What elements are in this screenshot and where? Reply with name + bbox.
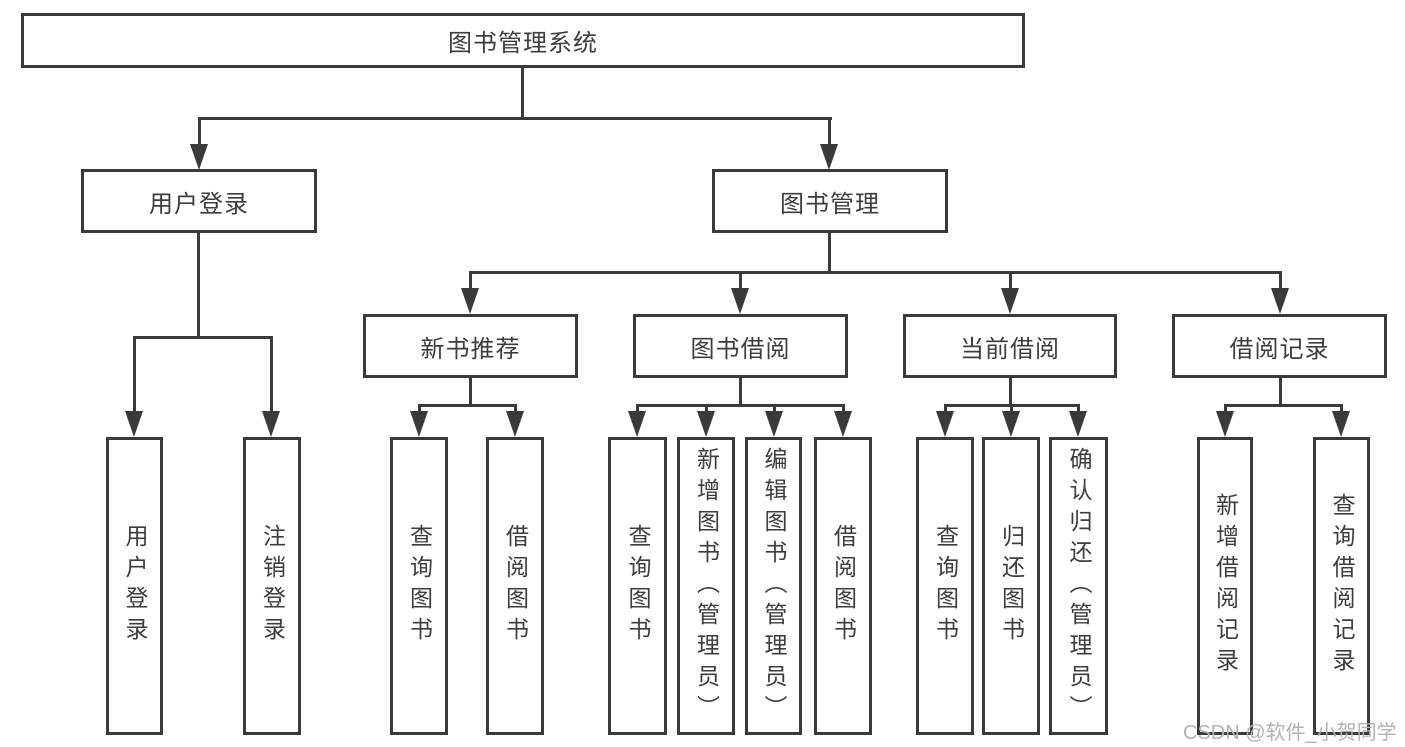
arrow-down-icon (262, 411, 280, 437)
arrow-down-icon (190, 144, 208, 170)
node-label: 当前借阅 (960, 335, 1060, 363)
leaf-label: 借阅图书 (830, 524, 857, 648)
connector-drop-borrow-record (1279, 271, 1282, 291)
node-label: 用户登录 (149, 190, 249, 218)
arrow-down-icon (1332, 411, 1350, 437)
arrow-down-icon (410, 411, 428, 437)
leaf-label: 编辑图书（管理员） (761, 446, 787, 726)
connector-drop-leaf (270, 336, 273, 413)
connector-drop-leaf (1340, 404, 1343, 413)
leaf-label: 查询图书 (625, 524, 651, 648)
leaf-label: 新增借阅记录 (1212, 493, 1239, 679)
arrow-down-icon (461, 288, 479, 314)
arrow-down-icon (628, 411, 646, 437)
leaf-logout: 注销登录 (243, 437, 301, 735)
leaf-label: 注销登录 (259, 524, 286, 648)
connector-drop-new-book (469, 271, 472, 291)
arrow-down-icon (731, 288, 749, 314)
arrow-down-icon (697, 411, 715, 437)
leaf-query-books-recommend: 查询图书 (390, 437, 448, 735)
connector-book-borrow-vline (739, 376, 742, 407)
connector-drop-user-login (198, 117, 201, 146)
arrow-down-icon (1001, 288, 1019, 314)
connector-drop-book-management (828, 117, 831, 146)
leaf-query-books-current: 查询图书 (916, 437, 974, 735)
node-user-login: 用户登录 (81, 169, 317, 233)
leaf-edit-books-admin: 编辑图书（管理员） (745, 437, 802, 735)
leaf-label: 查询借阅记录 (1329, 493, 1355, 679)
connector-drop-leaf (705, 404, 708, 413)
leaf-label: 用户登录 (122, 524, 148, 648)
arrow-down-icon (1271, 288, 1289, 314)
connector-drop-leaf (842, 404, 845, 413)
leaf-return-books: 归还图书 (982, 437, 1040, 735)
node-label: 图书管理系统 (448, 30, 598, 57)
connector-root-bus (198, 117, 832, 120)
arrow-down-icon (506, 411, 524, 437)
connector-new-book-bus (418, 404, 517, 407)
leaf-user-login: 用户登录 (106, 437, 163, 735)
connector-user-login-bus (133, 336, 273, 339)
node-borrowing-records: 借阅记录 (1172, 314, 1387, 378)
node-current-borrowing: 当前借阅 (903, 314, 1117, 378)
connector-borrow-record-vline (1279, 376, 1282, 407)
connector-drop-leaf (1010, 404, 1013, 413)
connector-drop-book-borrow (739, 271, 742, 291)
leaf-query-borrow-record: 查询借阅记录 (1313, 437, 1370, 735)
leaf-label: 查询图书 (932, 524, 959, 648)
connector-user-login-vline (197, 231, 200, 337)
leaf-label: 新增图书（管理员） (693, 446, 720, 726)
connector-root-vline (521, 66, 524, 118)
connector-new-book-vline (469, 376, 472, 407)
arrow-down-icon (820, 144, 838, 170)
arrow-down-icon (1216, 411, 1234, 437)
node-book-borrowing: 图书借阅 (633, 314, 848, 378)
leaf-label: 归还图书 (998, 524, 1025, 648)
leaf-add-borrow-record: 新增借阅记录 (1197, 437, 1253, 735)
connector-current-borrow-vline (1009, 376, 1012, 407)
arrow-down-icon (765, 411, 783, 437)
connector-drop-leaf (636, 404, 639, 413)
node-label: 图书借阅 (690, 335, 791, 363)
csdn-watermark: CSDN @软件_小贺同学 (1183, 722, 1397, 744)
node-label: 借阅记录 (1229, 335, 1330, 363)
connector-borrow-record-bus (1224, 404, 1343, 407)
leaf-query-books-borrowing: 查询图书 (608, 437, 667, 735)
connector-drop-leaf (133, 336, 136, 413)
connector-book-management-bus (469, 271, 1281, 274)
connector-book-borrow-bus (636, 404, 844, 407)
arrow-down-icon (125, 411, 143, 437)
node-label: 图书管理 (780, 190, 880, 218)
leaf-borrow-books-recommend: 借阅图书 (486, 437, 544, 735)
arrow-down-icon (936, 411, 954, 437)
connector-drop-leaf (944, 404, 947, 413)
leaf-label: 查询图书 (406, 524, 433, 648)
arrow-down-icon (1069, 411, 1087, 437)
connector-drop-leaf (1077, 404, 1080, 413)
arrow-down-icon (1002, 411, 1020, 437)
leaf-label: 确认归还（管理员） (1066, 446, 1092, 726)
connector-drop-leaf (418, 404, 421, 413)
node-book-management: 图书管理 (712, 169, 948, 233)
node-new-book-recommend: 新书推荐 (363, 314, 578, 378)
leaf-borrow-books: 借阅图书 (814, 437, 872, 735)
connector-drop-leaf (773, 404, 776, 413)
arrow-down-icon (834, 411, 852, 437)
node-library-management-system: 图书管理系统 (21, 13, 1025, 68)
connector-drop-current-borrow (1009, 271, 1012, 291)
leaf-label: 借阅图书 (502, 524, 529, 648)
connector-drop-leaf (514, 404, 517, 413)
leaf-add-books-admin: 新增图书（管理员） (677, 437, 735, 735)
leaf-confirm-return-admin: 确认归还（管理员） (1049, 437, 1108, 735)
node-label: 新书推荐 (420, 335, 521, 363)
connector-drop-leaf (1224, 404, 1227, 413)
connector-book-management-vline (828, 231, 831, 272)
